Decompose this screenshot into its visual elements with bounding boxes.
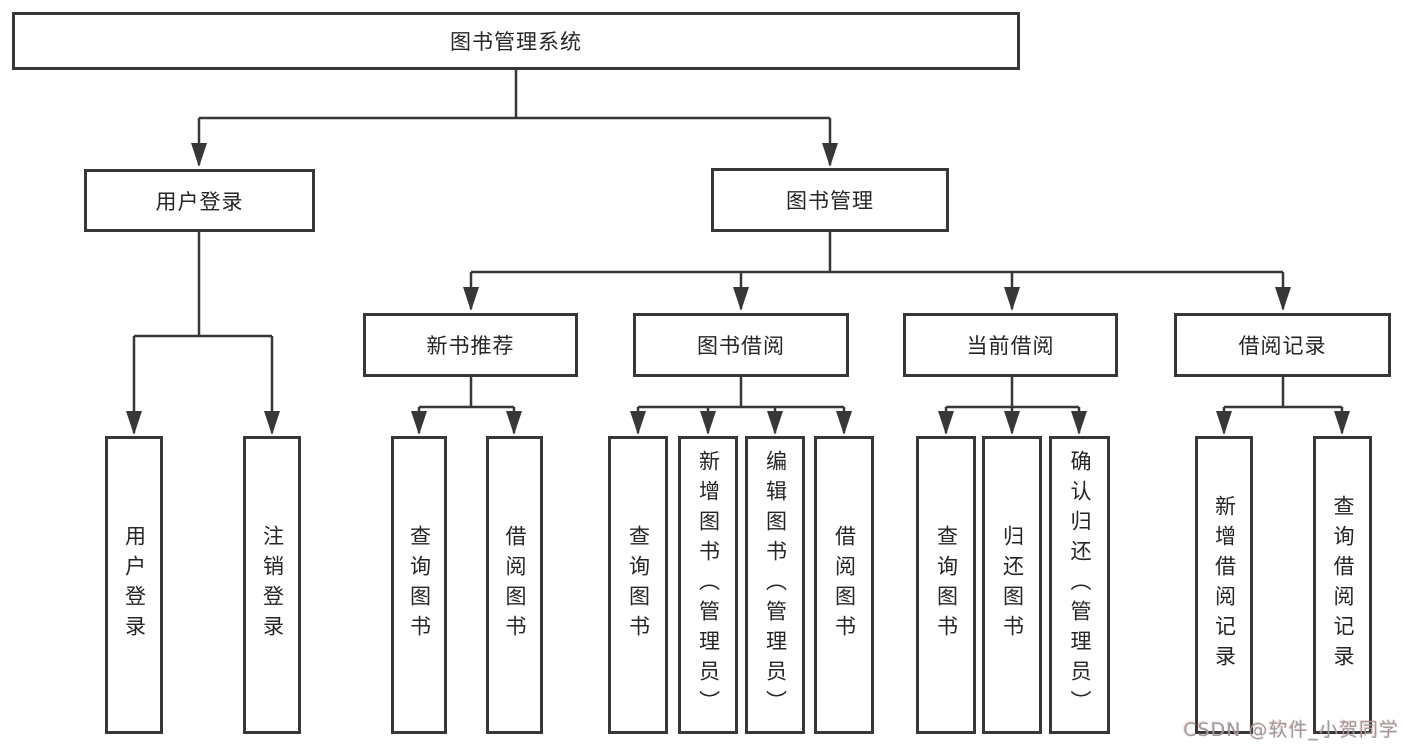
csdn-watermark: CSDN @软件_小贺同学 [1183,719,1399,741]
connector-root-stem [199,70,830,120]
leaf-query-book-1: 查询图书 [391,436,447,734]
connector-new-book-recommend-stem [419,377,514,409]
leaf-edit-book-admin: 编辑图书（管理员） [745,436,805,734]
node-root-library-management-system: 图书管理系统 [12,12,1020,70]
leaf-return-book: 归还图书 [982,436,1042,734]
connector-user-login-stem [134,232,272,338]
node-book-management: 图书管理 [711,168,949,232]
leaf-user-login: 用户登录 [105,436,163,734]
leaf-add-book-admin: 新增图书（管理员） [678,436,738,734]
node-book-borrow: 图书借阅 [633,313,849,377]
leaf-borrow-book-2: 借阅图书 [814,436,874,734]
node-new-book-recommend: 新书推荐 [363,313,578,377]
leaf-query-book-3: 查询图书 [916,436,976,734]
connector-book-management-stem [471,232,1283,274]
connector-current-borrow-stem [946,377,1079,409]
leaf-query-borrow-record: 查询借阅记录 [1313,436,1372,734]
node-borrow-records: 借阅记录 [1174,313,1391,377]
leaf-borrow-book-1: 借阅图书 [486,436,543,734]
leaf-logout: 注销登录 [243,436,301,734]
leaf-query-book-2: 查询图书 [608,436,668,734]
leaf-confirm-return-admin: 确认归还（管理员） [1049,436,1110,734]
connector-borrow-records-stem [1224,377,1342,409]
node-user-login: 用户登录 [84,169,315,232]
connector-book-borrow-stem [638,377,844,409]
leaf-add-borrow-record: 新增借阅记录 [1195,436,1253,734]
node-current-borrow: 当前借阅 [903,313,1118,377]
